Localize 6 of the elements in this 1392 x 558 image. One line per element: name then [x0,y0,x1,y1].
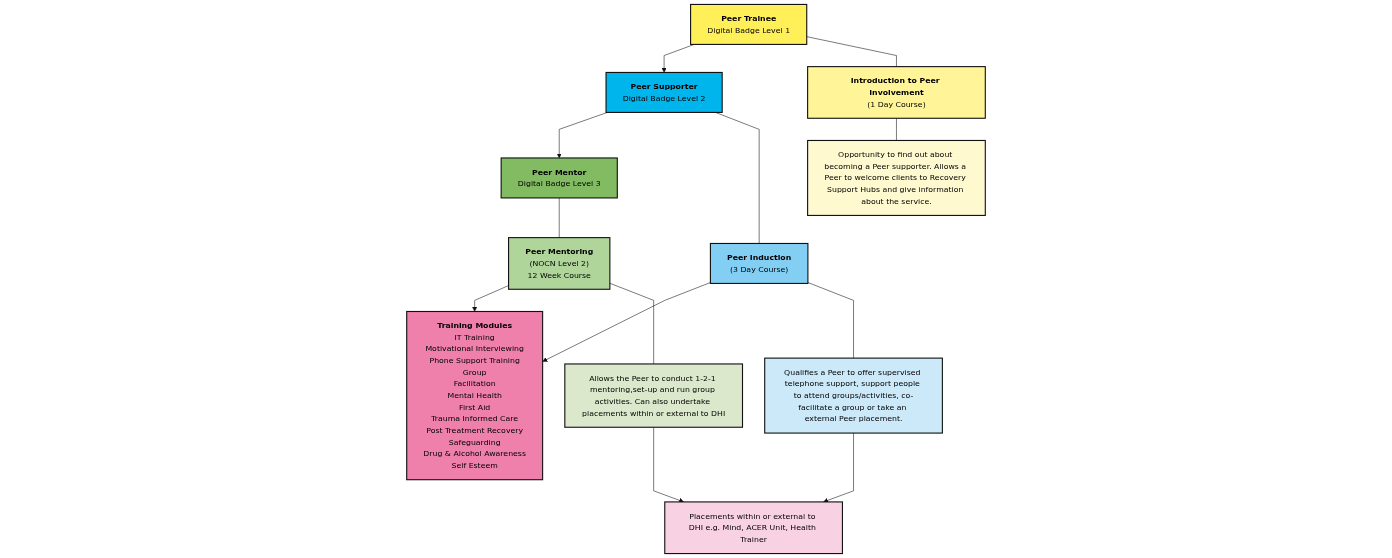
connector [558,197,560,238]
connector [896,118,897,141]
connector [609,282,654,365]
connector [806,36,897,67]
connector [715,112,760,244]
connector [807,282,854,359]
